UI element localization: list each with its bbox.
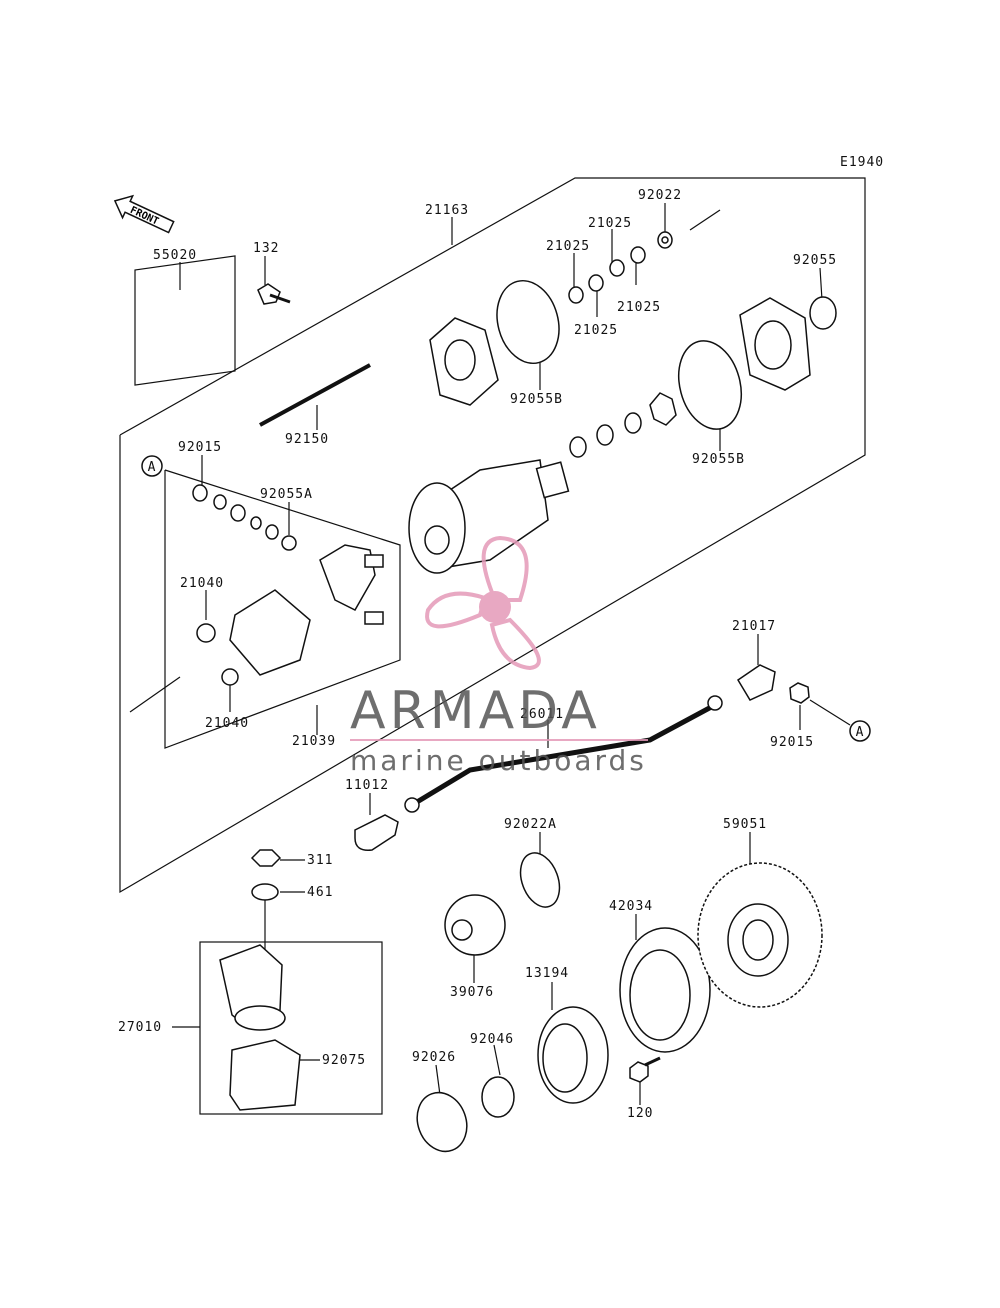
label-26011: 26011: [520, 707, 564, 722]
svg-text:A: A: [148, 460, 157, 475]
label-21017: 21017: [732, 619, 776, 634]
label-39076: 39076: [450, 985, 494, 1000]
label-92026: 92026: [412, 1050, 456, 1065]
label-21025-1: 21025: [588, 216, 632, 231]
label-92015-1: 92015: [178, 440, 222, 455]
label-120: 120: [627, 1106, 653, 1121]
label-13194: 13194: [525, 966, 569, 981]
label-21040-1: 21040: [180, 576, 224, 591]
propeller-logo-icon: [425, 535, 541, 671]
label-92015-2: 92015: [770, 735, 814, 750]
label-21040-2: 21040: [205, 716, 249, 731]
part-drawings: [192, 231, 837, 1153]
label-92022A: 92022A: [504, 817, 557, 832]
label-21025-3: 21025: [617, 300, 661, 315]
label-132: 132: [253, 241, 279, 256]
label-311: 311: [307, 853, 333, 868]
watermark-tagline: marine outboards: [350, 744, 647, 777]
label-461: 461: [307, 885, 333, 900]
label-92022: 92022: [638, 188, 682, 203]
ref-a-right: A: [849, 720, 871, 742]
label-21025-2: 21025: [546, 239, 590, 254]
label-92055: 92055: [793, 253, 837, 268]
label-55020: 55020: [153, 248, 197, 263]
label-21163: 21163: [425, 203, 469, 218]
label-21025-4: 21025: [574, 323, 618, 338]
label-42034: 42034: [609, 899, 653, 914]
label-59051: 59051: [723, 817, 767, 832]
label-92075: 92075: [322, 1053, 366, 1068]
leader-lines: [129, 203, 851, 1105]
label-21039: 21039: [292, 734, 336, 749]
label-27010: 27010: [118, 1020, 162, 1035]
front-arrow-icon: FRONT: [113, 194, 175, 234]
svg-text:A: A: [856, 725, 865, 740]
starter-assembly-outline: [119, 177, 866, 1115]
label-92150: 92150: [285, 432, 329, 447]
label-92046: 92046: [470, 1032, 514, 1047]
part-labels: 21163 92022 21025 21025 21025 21025 9205…: [118, 188, 837, 1121]
watermark-brand: ARMADA: [350, 681, 601, 741]
label-11012: 11012: [345, 778, 389, 793]
diagram-code: E1940: [840, 155, 884, 170]
armada-watermark: ARMADA marine outboards: [350, 535, 648, 777]
ref-a-left: A: [141, 455, 163, 477]
label-92055A: 92055A: [260, 487, 313, 502]
label-92055B-2: 92055B: [692, 452, 745, 467]
label-92055B-1: 92055B: [510, 392, 563, 407]
